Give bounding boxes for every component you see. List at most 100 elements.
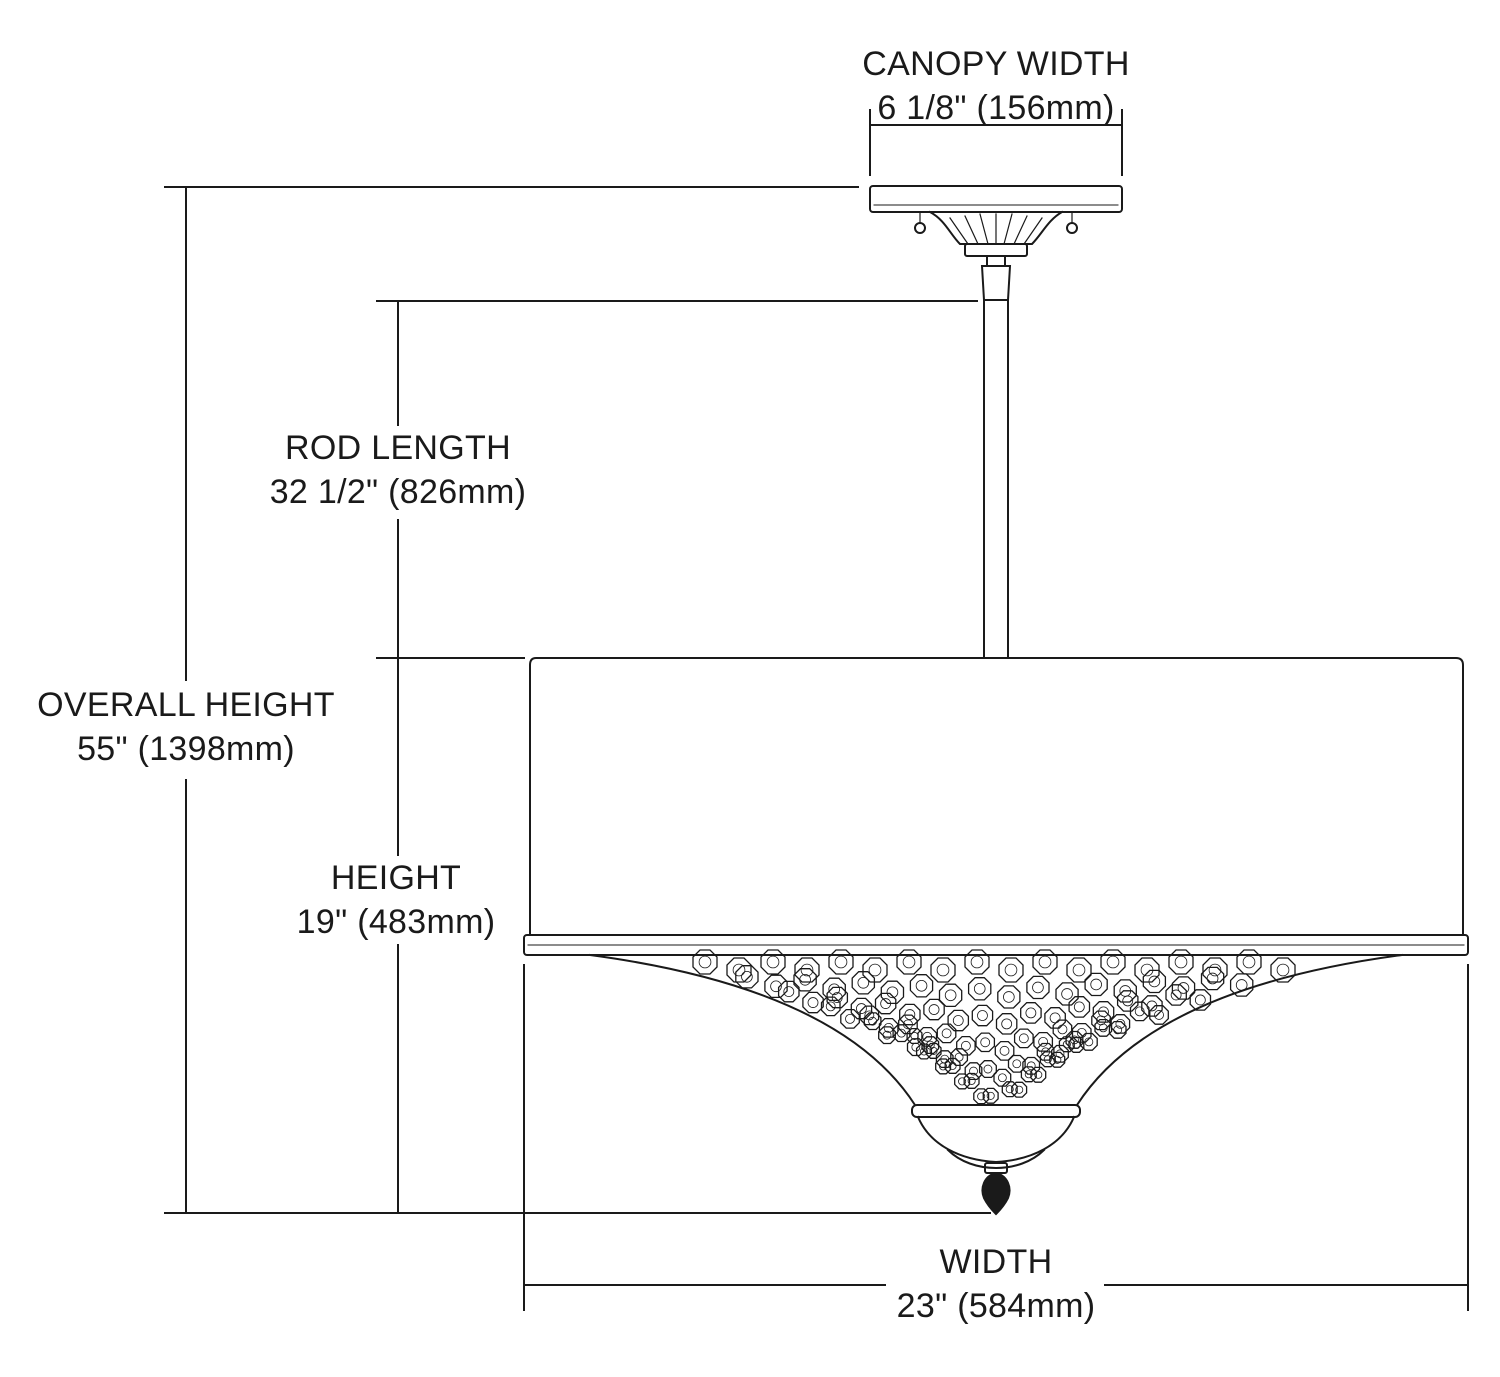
width-title: WIDTH bbox=[939, 1243, 1053, 1281]
crystal-facet bbox=[1155, 1010, 1164, 1019]
crystal-icon bbox=[1050, 1052, 1065, 1067]
crystal-icon bbox=[976, 1033, 994, 1051]
crystal-facet bbox=[1019, 1034, 1028, 1043]
crystal-facet bbox=[903, 956, 915, 968]
crystal-facet bbox=[1039, 1037, 1048, 1046]
crystal-icon bbox=[999, 958, 1023, 982]
finial-icon bbox=[983, 1173, 1010, 1214]
crystal-facet bbox=[945, 990, 956, 1001]
crystal-facet bbox=[1073, 964, 1085, 976]
crystal-icon bbox=[926, 1044, 941, 1059]
crystal-icon bbox=[964, 1074, 979, 1089]
crystal-icon bbox=[1093, 1002, 1113, 1022]
crystal-icon bbox=[1021, 1067, 1036, 1082]
crystal-icon bbox=[765, 975, 787, 997]
height-value: 19" (483mm) bbox=[296, 903, 496, 941]
crystal-facet bbox=[1027, 1062, 1035, 1070]
crystal-facet bbox=[953, 1016, 963, 1026]
crystal-facet bbox=[1171, 990, 1181, 1000]
width-dimension bbox=[524, 965, 1468, 1310]
crystal-facet bbox=[970, 1067, 978, 1075]
crystal-facet bbox=[1005, 964, 1017, 976]
overall-height-value: 55" (1398mm) bbox=[77, 730, 295, 768]
crystal-icon bbox=[879, 1019, 898, 1038]
crystal-icon bbox=[994, 1069, 1011, 1086]
crystal-facet bbox=[1236, 980, 1247, 991]
crystal-icon bbox=[900, 1004, 920, 1024]
crystal-icon bbox=[931, 958, 955, 982]
crystal-facet bbox=[959, 1078, 966, 1085]
crystal-icon bbox=[1015, 1029, 1034, 1048]
crystal-facet bbox=[981, 1038, 990, 1047]
crystal-icon bbox=[1237, 950, 1261, 974]
overall-height-dimension bbox=[165, 187, 990, 1213]
crystal-facet bbox=[929, 1005, 939, 1015]
crystal-facet bbox=[1123, 996, 1133, 1006]
crystal-icon bbox=[940, 984, 962, 1006]
crystal-facet bbox=[1000, 1046, 1009, 1055]
canopy-width-title: CANOPY WIDTH bbox=[862, 45, 1130, 83]
drum-shade bbox=[524, 658, 1468, 955]
crystal-facet bbox=[1114, 1026, 1122, 1034]
crystal-icon bbox=[1271, 958, 1295, 982]
crystal-facet bbox=[1054, 1056, 1061, 1063]
crystal-facet bbox=[771, 981, 782, 992]
crystal-facet bbox=[1039, 956, 1051, 968]
crystal-facet bbox=[1035, 1071, 1042, 1078]
crystal-facet bbox=[942, 1029, 951, 1038]
crystal-facet bbox=[1149, 976, 1160, 987]
crystal-facet bbox=[1243, 956, 1255, 968]
crystal-icon bbox=[957, 1037, 975, 1055]
crystal-icon bbox=[951, 1049, 968, 1066]
crystal-icon bbox=[795, 958, 819, 982]
crystal-facet bbox=[826, 1002, 835, 1011]
crystal-strands bbox=[693, 950, 1295, 1104]
crystal-facet bbox=[733, 964, 745, 976]
crystal-facet bbox=[808, 998, 818, 1008]
crystal-facet bbox=[1085, 1038, 1093, 1046]
crystal-facet bbox=[1003, 992, 1014, 1003]
crystal-icon bbox=[1069, 1038, 1084, 1053]
crystal-facet bbox=[1207, 973, 1218, 984]
crystal-icon bbox=[693, 950, 717, 974]
crystal-facet bbox=[784, 987, 794, 997]
crystal-facet bbox=[1050, 1013, 1060, 1023]
crystal-icon bbox=[1021, 1003, 1041, 1023]
width-label: WIDTH 23" (584mm) bbox=[846, 1240, 1146, 1328]
crystal-icon bbox=[1085, 973, 1107, 995]
crystal-icon bbox=[1109, 1022, 1126, 1039]
crystal-facet bbox=[977, 1011, 987, 1021]
crystal-facet bbox=[1026, 1008, 1036, 1018]
crystal-icon bbox=[1053, 1020, 1072, 1039]
crystal-facet bbox=[829, 984, 840, 995]
crystal-icon bbox=[727, 958, 751, 982]
crystal-facet bbox=[987, 1092, 994, 1099]
crystal-icon bbox=[948, 1010, 968, 1030]
crystal-facet bbox=[846, 1014, 855, 1023]
crystal-icon bbox=[995, 1042, 1014, 1061]
crystal-facet bbox=[1063, 1041, 1070, 1048]
crystal-icon bbox=[1166, 985, 1186, 1005]
crystal-facet bbox=[961, 1041, 970, 1050]
crystal-icon bbox=[897, 950, 921, 974]
crystal-icon bbox=[1131, 1002, 1149, 1020]
crystal-facet bbox=[1074, 1002, 1084, 1012]
crystal-icon bbox=[937, 1024, 956, 1043]
crystal-facet bbox=[1175, 956, 1187, 968]
crystal-icon bbox=[1056, 983, 1078, 1005]
crystal-facet bbox=[905, 1010, 915, 1020]
canopy bbox=[870, 186, 1122, 256]
crystal-icon bbox=[823, 978, 845, 1000]
crystal-icon bbox=[1034, 1033, 1053, 1052]
crystal-facet bbox=[1195, 995, 1205, 1005]
crystal-facet bbox=[887, 987, 898, 998]
crystal-icon bbox=[829, 950, 853, 974]
crystal-facet bbox=[1107, 956, 1119, 968]
crystal-facet bbox=[858, 977, 869, 988]
crystal-icon bbox=[794, 969, 816, 991]
crystal-facet bbox=[941, 1055, 949, 1063]
crystal-icon bbox=[1033, 950, 1057, 974]
crystal-icon bbox=[918, 1028, 937, 1047]
crystal-facet bbox=[1006, 1086, 1013, 1093]
crystal-facet bbox=[1002, 1019, 1012, 1029]
